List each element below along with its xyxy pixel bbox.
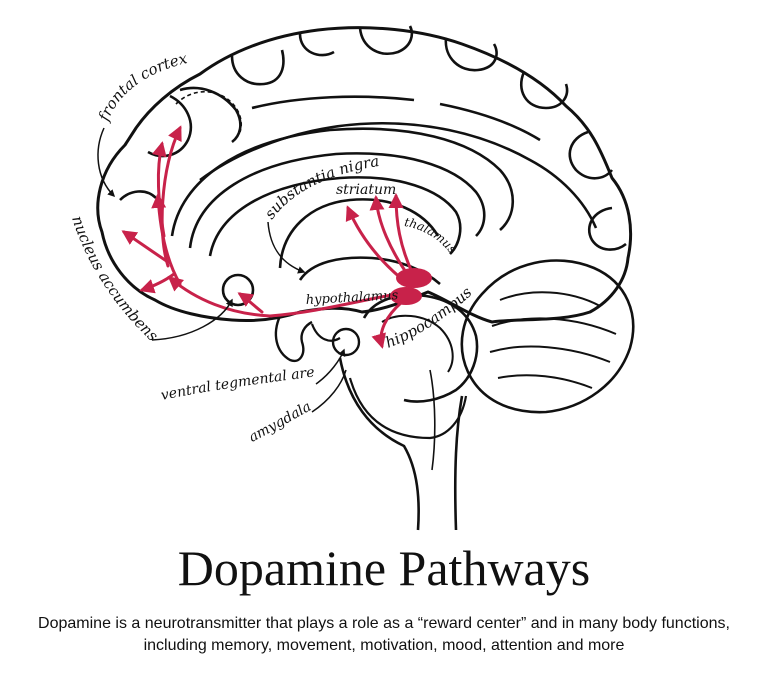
pons	[348, 377, 468, 440]
dopamine-pathways	[121, 125, 414, 349]
pituitary	[274, 315, 313, 363]
hypothalamus-dopamine-node	[390, 287, 422, 305]
label-hypothalamus: hypothalamus	[305, 288, 398, 308]
brainstem-line	[429, 369, 436, 471]
label-striatum: striatum	[336, 182, 396, 198]
mammillary	[310, 323, 341, 342]
brain-outline	[96, 26, 633, 324]
cerebellum	[460, 259, 635, 414]
amygdala-circle	[331, 327, 361, 357]
hippocampus-shape	[362, 293, 479, 403]
label-amygdala: amygdala	[246, 399, 314, 446]
thalamus-dopamine-node	[396, 268, 432, 288]
label-thalamus: thalamus	[403, 215, 459, 256]
description-line-2: including memory, movement, motivation, …	[143, 637, 625, 654]
label-nucleus-accumbens: nucleus accumbens	[68, 213, 162, 345]
brain-diagram: frontal cortex nucleus accumbens substan…	[0, 0, 635, 531]
cerebellum-folds	[489, 291, 617, 389]
description: Dopamine is a neurotransmitter that play…	[0, 613, 768, 657]
hippocampus-inner	[381, 314, 454, 373]
inner-structures	[170, 127, 514, 285]
brainstem	[338, 357, 464, 531]
label-frontal-cortex: frontal cortex	[95, 49, 190, 124]
description-line-1: Dopamine is a neurotransmitter that play…	[38, 615, 730, 632]
page-title: Dopamine Pathways	[177, 540, 591, 596]
dashed-boundary	[175, 91, 242, 133]
leader-lines	[97, 127, 347, 413]
gyri-folds	[119, 25, 627, 251]
